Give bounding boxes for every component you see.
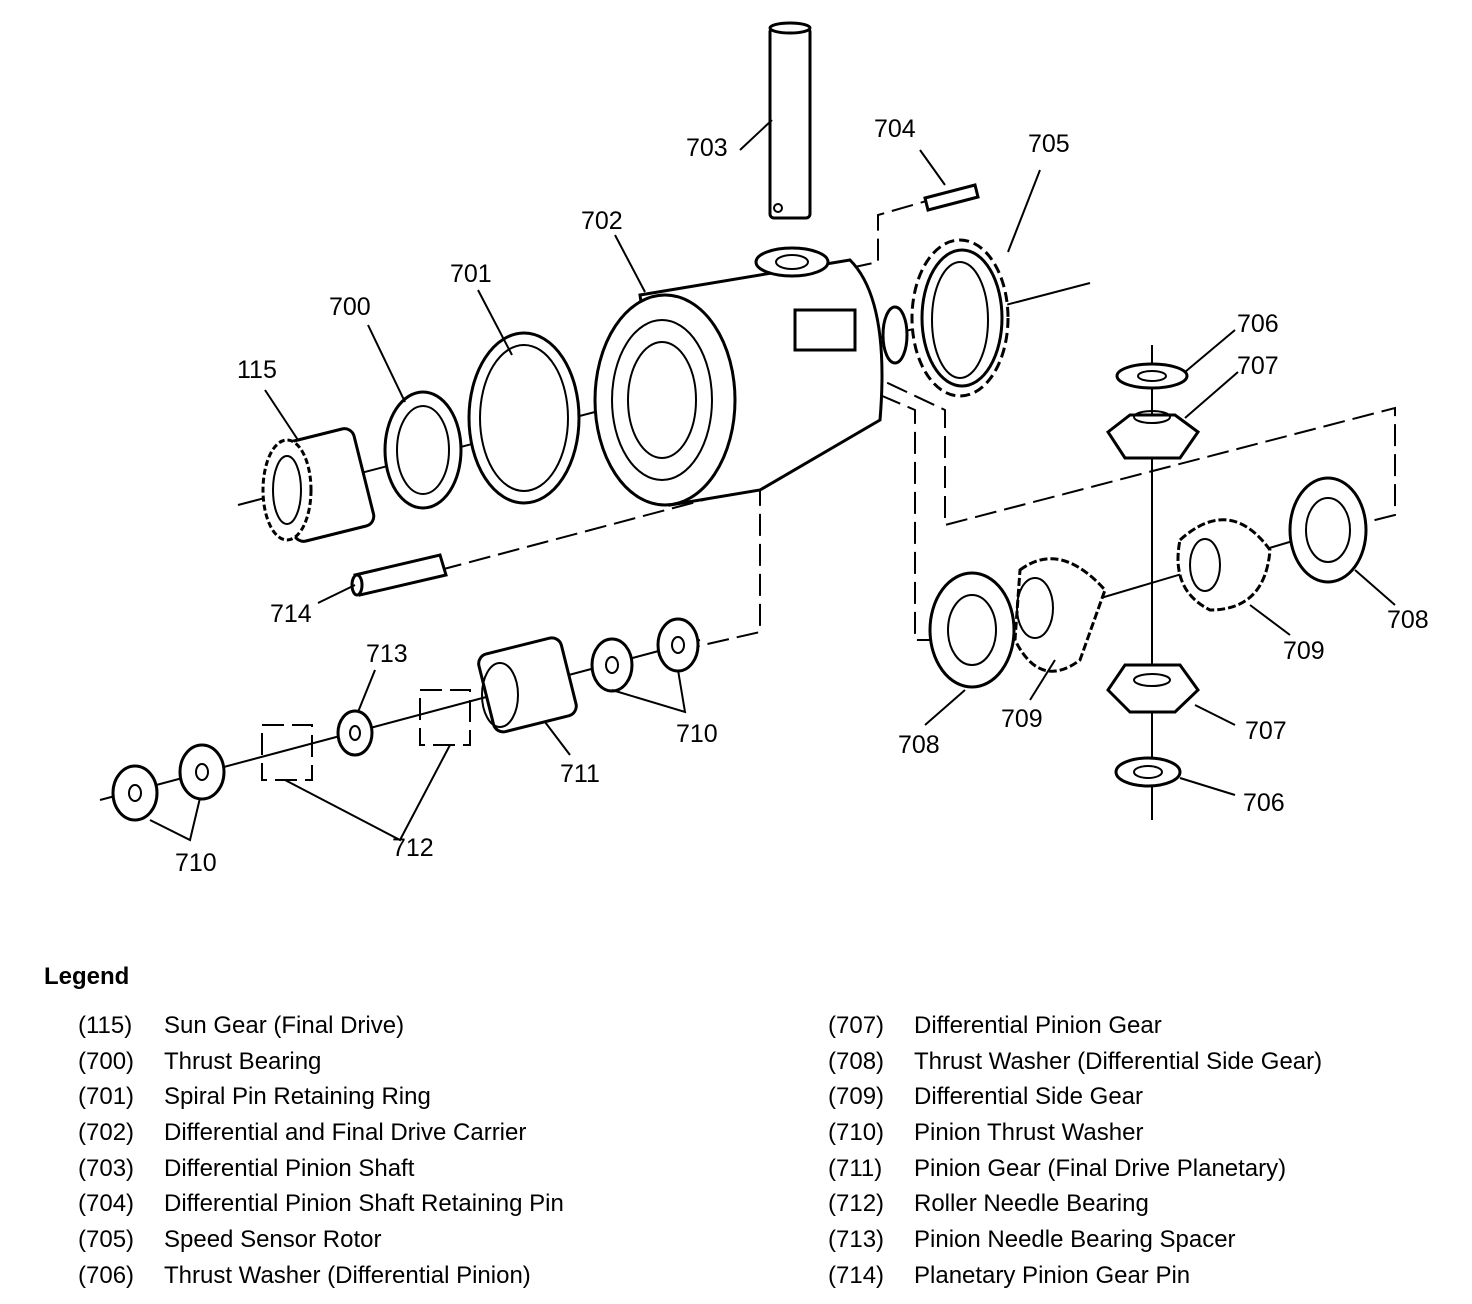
callout-707-lower: 707 [1245, 717, 1287, 745]
legend-item: (701) Spiral Pin Retaining Ring [78, 1083, 738, 1119]
differential-carrier [593, 246, 909, 507]
callout-704: 704 [874, 115, 916, 143]
differential-pinion-shaft [768, 21, 812, 220]
legend-code: (706) [78, 1261, 135, 1289]
legend-item: (704) Differential Pinion Shaft Retaining… [78, 1190, 738, 1226]
callout-705: 705 [1028, 130, 1070, 158]
legend-item: (702) Differential and Final Drive Carrie… [78, 1119, 738, 1155]
legend-name: Thrust Washer (Differential Side Gear) [914, 1047, 1323, 1075]
callout-714: 714 [270, 600, 312, 628]
retaining-pin [923, 183, 980, 212]
pin-assembly-line [439, 483, 761, 649]
legend-name: Pinion Gear (Final Drive Planetary) [914, 1154, 1287, 1182]
callout-700: 700 [329, 293, 371, 321]
retaining-pin-line [849, 199, 931, 269]
legend-code: (709) [828, 1083, 885, 1111]
legend-left-column: (115) Sun Gear (Final Drive) (700) Thrust … [78, 1012, 738, 1298]
legend-name: Pinion Thrust Washer [914, 1119, 1144, 1147]
callout-701: 701 [450, 260, 492, 288]
planetary-pin [350, 553, 448, 597]
legend-name: Differential Pinion Gear [914, 1012, 1162, 1039]
legend-name: Thrust Bearing [164, 1047, 322, 1075]
legend-item: (705) Speed Sensor Rotor [78, 1226, 738, 1262]
legend-item: (706) Thrust Washer (Differential Pinion) [78, 1262, 738, 1298]
legend-name: Differential Pinion Shaft [164, 1154, 415, 1182]
callout-706-upper: 706 [1237, 310, 1279, 338]
callout-713: 713 [366, 640, 408, 668]
legend-item: (707) Differential Pinion Gear [828, 1012, 1448, 1048]
legend-item: (703) Differential Pinion Shaft [78, 1155, 738, 1191]
pinion-upper-stack [1105, 362, 1201, 460]
planetary-parts [111, 617, 700, 822]
sun-gear [261, 427, 376, 543]
legend-code: (702) [78, 1119, 135, 1147]
pinion-lower-stack [1106, 663, 1200, 788]
legend-item: (708) Thrust Washer (Differential Side Ge… [828, 1048, 1448, 1084]
legend-name: Spiral Pin Retaining Ring [164, 1083, 431, 1111]
legend-code: (704) [78, 1190, 135, 1218]
legend-code: (712) [828, 1190, 885, 1218]
legend-code: (710) [828, 1119, 885, 1147]
legend-code: (115) [78, 1012, 133, 1039]
speed-sensor-rotor [910, 238, 1010, 398]
side-gear-washer-left [928, 571, 1016, 689]
callout-708-right: 708 [1387, 606, 1429, 634]
legend-title: Legend [44, 963, 130, 990]
legend-name: Speed Sensor Rotor [164, 1226, 382, 1254]
callout-707-upper: 707 [1237, 352, 1279, 380]
leader-lines [149, 119, 1396, 842]
legend-item: (709) Differential Side Gear [828, 1083, 1448, 1119]
legend-name: Sun Gear (Final Drive) [164, 1012, 405, 1039]
legend-name: Differential Side Gear [914, 1083, 1144, 1111]
legend-code: (703) [78, 1154, 135, 1182]
legend-item: (714) Planetary Pinion Gear Pin [828, 1262, 1448, 1298]
callout-709-left: 709 [1001, 705, 1043, 733]
legend-code: (707) [828, 1012, 885, 1039]
side-gear-right [1176, 518, 1272, 612]
callout-706-lower: 706 [1243, 789, 1285, 817]
callout-710-left: 710 [175, 849, 217, 877]
side-gear-washer-right [1288, 476, 1368, 584]
callout-710-right: 710 [676, 720, 718, 748]
legend-code: (713) [828, 1226, 885, 1254]
legend-code: (708) [828, 1047, 885, 1075]
legend-item: (115) Sun Gear (Final Drive) [78, 1012, 738, 1048]
legend-code: (705) [78, 1226, 135, 1254]
callout-703: 703 [686, 134, 728, 162]
callout-712: 712 [392, 834, 434, 862]
legend-item: (713) Pinion Needle Bearing Spacer [828, 1226, 1448, 1262]
callout-115: 115 [237, 356, 277, 384]
retaining-ring [467, 331, 581, 505]
side-gear-left [1013, 557, 1107, 673]
callout-708-left: 708 [898, 731, 940, 759]
legend-code: (701) [78, 1083, 135, 1111]
callout-711: 711 [560, 760, 600, 788]
legend-code: (700) [78, 1047, 135, 1075]
legend-item: (712) Roller Needle Bearing [828, 1190, 1448, 1226]
thrust-bearing [383, 390, 463, 510]
legend-right-column: (707) Differential Pinion Gear (708) Thrus… [828, 1012, 1448, 1298]
legend-item: (710) Pinion Thrust Washer [828, 1119, 1448, 1155]
legend-name: Differential and Final Drive Carrier [164, 1119, 527, 1147]
legend-item: (711) Pinion Gear (Final Drive Planetary) [828, 1155, 1448, 1191]
legend-name: Pinion Needle Bearing Spacer [914, 1226, 1236, 1254]
legend-name: Thrust Washer (Differential Pinion) [164, 1261, 531, 1289]
legend-name: Planetary Pinion Gear Pin [914, 1261, 1191, 1289]
side-gear-line [859, 369, 1396, 527]
legend-name: Differential Pinion Shaft Retaining Pin [164, 1190, 564, 1218]
legend-code: (711) [828, 1154, 883, 1182]
exploded-diagram: 703 704 705 702 701 700 115 706 707 708 … [99, 21, 1429, 877]
legend-item: (700) Thrust Bearing [78, 1048, 738, 1084]
callout-709-right: 709 [1283, 637, 1325, 665]
legend-code: (714) [828, 1261, 885, 1289]
callout-702: 702 [581, 207, 623, 235]
legend-name: Roller Needle Bearing [914, 1190, 1149, 1218]
